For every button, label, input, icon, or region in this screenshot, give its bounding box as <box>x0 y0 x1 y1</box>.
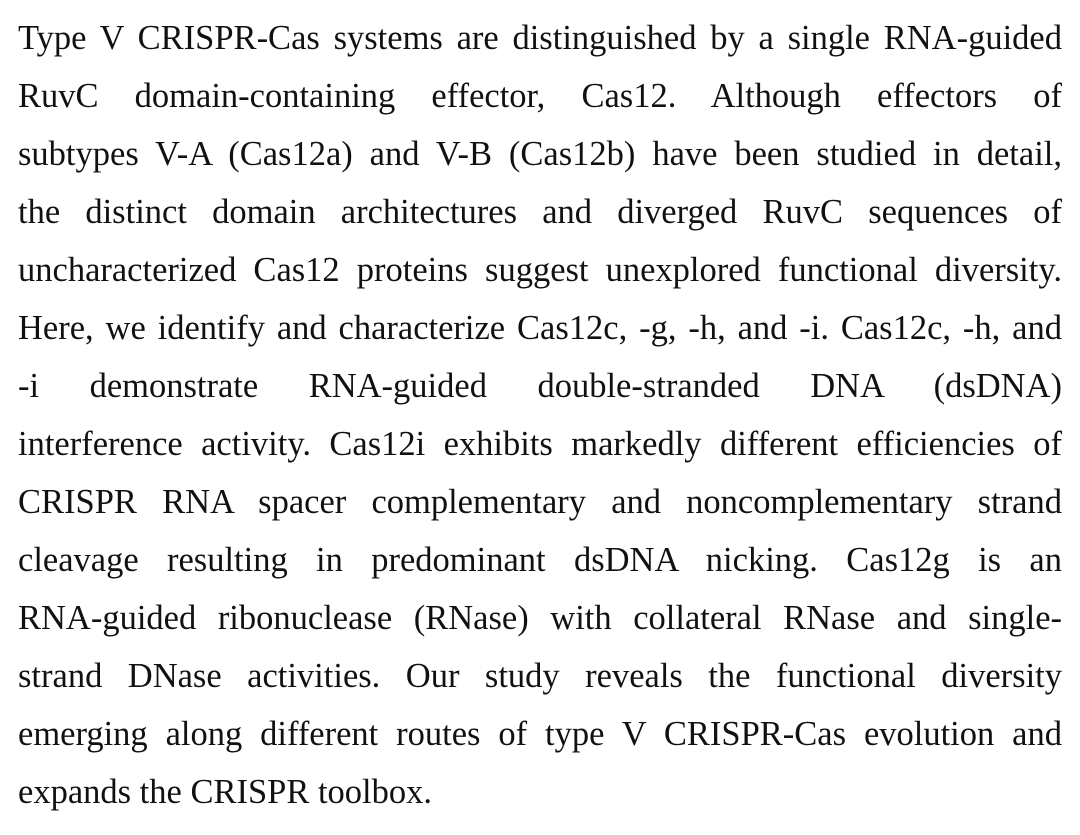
abstract-line: RuvC domain-containing effector, Cas12. … <box>18 77 1062 115</box>
abstract-line: RNA-guided ribonuclease (RNase) with col… <box>18 599 1062 637</box>
abstract-line: expands the CRISPR toolbox. <box>18 773 433 811</box>
abstract-line: Type V CRISPR-Cas systems are distinguis… <box>18 19 1062 57</box>
abstract-paragraph: Type V CRISPR-Cas systems are distinguis… <box>18 12 1062 824</box>
abstract-line: CRISPR RNA spacer complementary and nonc… <box>18 483 1062 521</box>
abstract-line: the distinct domain architectures and di… <box>18 193 1062 231</box>
abstract-line: cleavage resulting in predominant dsDNA … <box>18 541 1062 579</box>
abstract-line: -i demonstrate RNA-guided double-strande… <box>18 367 1062 405</box>
abstract-line: interference activity. Cas12i exhibits m… <box>18 425 1062 463</box>
abstract-line: subtypes V-A (Cas12a) and V-B (Cas12b) h… <box>18 135 1062 173</box>
abstract-line: Here, we identify and characterize Cas12… <box>18 309 1062 347</box>
abstract-line: uncharacterized Cas12 proteins suggest u… <box>18 251 1062 289</box>
abstract-line: strand DNase activities. Our study revea… <box>18 657 1062 695</box>
abstract-line: emerging along different routes of type … <box>18 715 1062 753</box>
